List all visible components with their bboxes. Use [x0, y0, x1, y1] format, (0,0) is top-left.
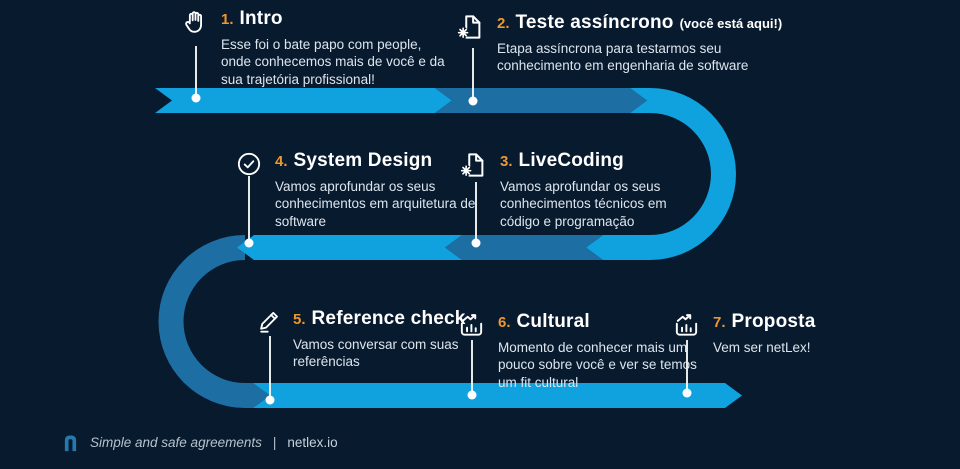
check-circle-icon	[237, 152, 261, 176]
pencil-icon	[260, 311, 278, 333]
step-7-proposta: 7. Proposta Vem ser netLex!	[672, 311, 873, 356]
step-description: Momento de conhecer mais um pouco sobre …	[498, 340, 697, 390]
step-title: Reference check	[311, 308, 466, 329]
step-title-row: 4. System Design	[275, 150, 493, 172]
step-title-suffix: (você está aqui!)	[679, 16, 783, 31]
step-title-row: 6. Cultural	[498, 311, 698, 333]
step-3-livecoding: 3. LiveCoding Vamos aprofundar os seus c…	[458, 150, 690, 230]
ribbon-segment-row1-dark	[435, 88, 647, 113]
step-number: 7.	[713, 314, 726, 331]
step-title-row: 3. LiveCoding	[500, 150, 690, 172]
step-number: 5.	[293, 311, 306, 328]
step-connector-lines	[195, 46, 688, 400]
step-number: 2.	[497, 15, 510, 32]
step-description: Esse foi o bate papo com people, onde co…	[221, 37, 445, 87]
ribbon-left-curve	[158, 235, 270, 408]
step-title: LiveCoding	[518, 150, 624, 171]
step-connector-dots	[191, 93, 692, 405]
step-title-row: 5. Reference check	[293, 308, 478, 330]
step-title: Cultural	[516, 311, 590, 332]
step-description: Vamos conversar com suas referências	[293, 337, 459, 370]
step-description: Etapa assíncrona para testarmos seu conh…	[497, 41, 749, 74]
step-title: Teste assíncrono	[515, 12, 674, 33]
step-description: Vamos aprofundar os seus conhecimentos t…	[500, 179, 667, 229]
ribbon-segment-row2-bright	[237, 235, 462, 260]
step-title: Intro	[239, 8, 283, 29]
step-2-teste-assincrono: 2. Teste assíncrono (você está aqui!) Et…	[455, 12, 782, 75]
step-description: Vem ser netLex!	[713, 340, 811, 355]
netlex-logo-icon	[64, 435, 77, 452]
footer-separator: |	[272, 435, 277, 450]
step-description: Vamos aprofundar os seus conhecimentos e…	[275, 179, 476, 229]
step-title-row: 7. Proposta	[713, 311, 873, 333]
ribbon-right-curve	[586, 88, 736, 260]
step-number: 6.	[498, 314, 511, 331]
ribbon-segment-row1-bright	[155, 88, 452, 113]
step-title-row: 2. Teste assíncrono (você está aqui!)	[497, 12, 782, 34]
footer-tagline: Simple and safe agreements	[90, 435, 262, 450]
footer: Simple and safe agreements | netlex.io	[62, 433, 338, 452]
step-title: System Design	[293, 150, 433, 171]
chart-growth-icon	[675, 314, 698, 336]
document-star-icon	[457, 15, 481, 39]
document-star-icon	[460, 153, 484, 177]
step-5-reference-check: 5. Reference check Vamos conversar com s…	[256, 308, 478, 371]
step-4-system-design: 4. System Design Vamos aprofundar os seu…	[235, 150, 493, 230]
chart-growth-icon	[460, 314, 483, 336]
step-6-cultural: 6. Cultural Momento de conhecer mais um …	[457, 311, 698, 391]
ribbon-segment-row2-dark	[445, 235, 603, 260]
step-1-intro: 1. Intro Esse foi o bate papo com people…	[181, 8, 449, 88]
footer-site: netlex.io	[287, 435, 338, 450]
step-number: 4.	[275, 153, 288, 170]
step-title-row: 1. Intro	[221, 8, 449, 30]
step-number: 1.	[221, 11, 234, 28]
step-title: Proposta	[731, 311, 816, 332]
ribbon-segment-row3-bright	[253, 383, 742, 408]
step-number: 3.	[500, 153, 513, 170]
hand-icon	[185, 11, 202, 33]
